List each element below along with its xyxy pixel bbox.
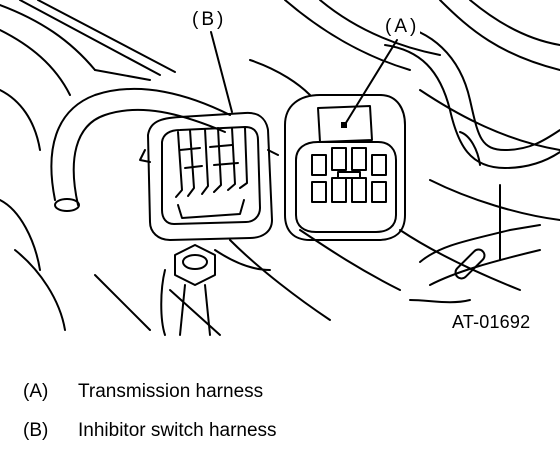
legend-item: (A) Transmission harness xyxy=(23,380,263,404)
callout-label-a: (A) xyxy=(384,16,421,37)
line-illustration xyxy=(0,0,560,336)
figure-id: AT-01692 xyxy=(452,312,531,332)
bracket xyxy=(419,224,541,286)
hose xyxy=(384,24,560,169)
background-linework xyxy=(0,0,560,336)
leader-line-b xyxy=(210,31,233,113)
leader-tip-a xyxy=(341,122,347,128)
legend-text: Transmission harness xyxy=(78,381,264,402)
inhibitor-switch-connector-icon xyxy=(139,111,279,241)
legend-text: Inhibitor switch harness xyxy=(78,420,277,441)
pipe xyxy=(50,87,231,212)
transmission-harness-connector-icon xyxy=(284,94,406,241)
legend-key: (B) xyxy=(23,420,49,441)
legend-item: (B) Inhibitor switch harness xyxy=(23,419,277,443)
legend-key: (A) xyxy=(23,381,49,402)
callout-label-b: (B) xyxy=(191,9,228,30)
leader-line-a xyxy=(343,39,398,127)
bolt-icon xyxy=(160,244,216,336)
